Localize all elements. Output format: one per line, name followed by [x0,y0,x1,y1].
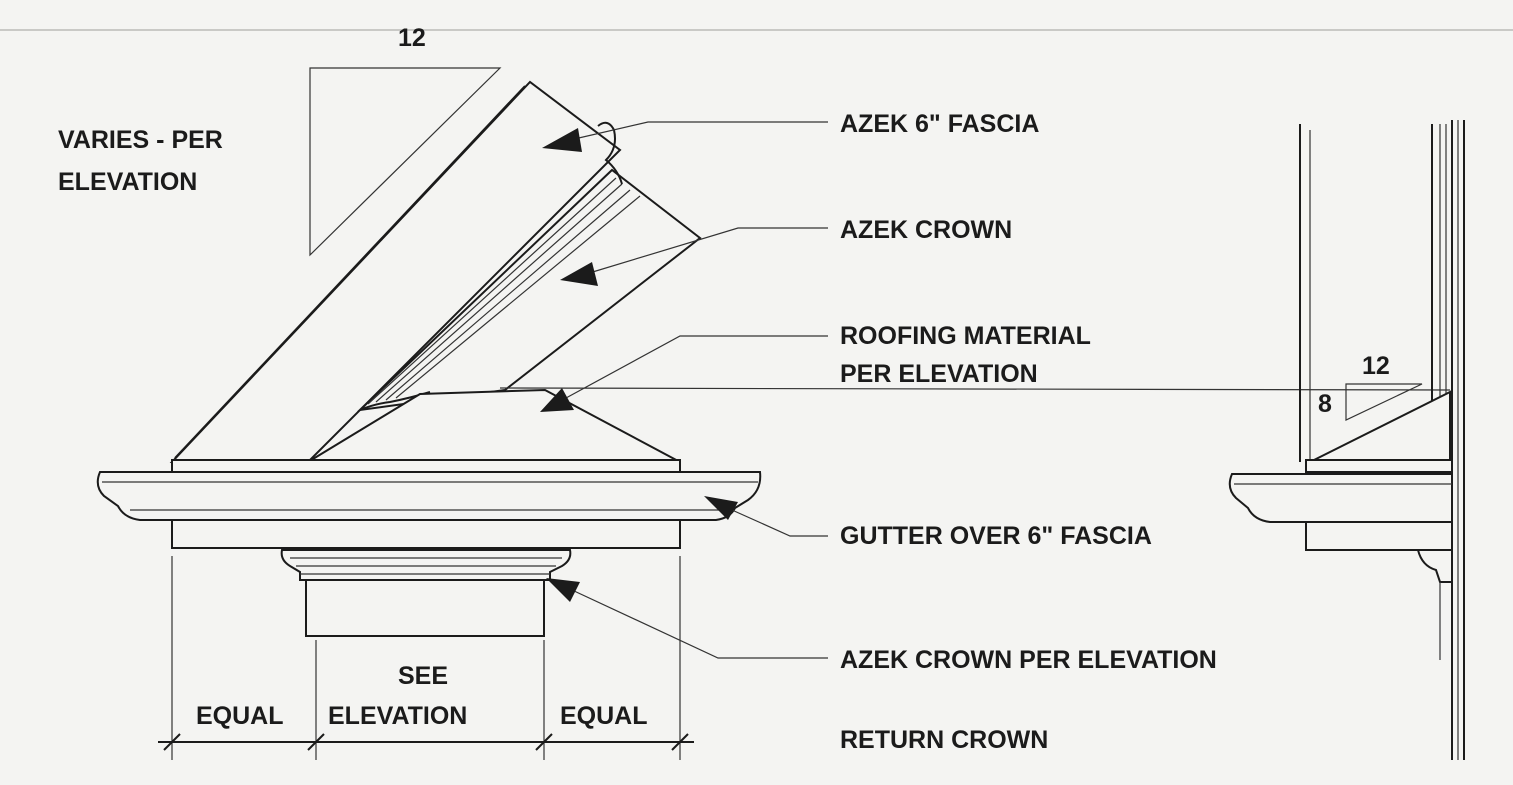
callout-roofing-line1: ROOFING MATERIAL [840,322,1091,350]
crown-profile-line-4 [395,195,641,399]
slope-rise-label-right: 8 [1318,390,1332,418]
lower-fascia-band [171,519,681,549]
slope-rise-label-left: 12 [398,24,426,52]
dim-tick-3 [535,733,553,751]
right-lower-fascia [1305,521,1453,551]
rake-fascia-edge [174,85,526,459]
roof-height-reference-line [499,387,1451,391]
dim-label-right: EQUAL [560,702,648,730]
arrow-crown [560,262,598,286]
leader-fascia [569,121,828,141]
leader-gutter [731,509,828,537]
slope-run-label-right: 12 [1362,352,1390,380]
callout-roofing-line2: PER ELEVATION [840,360,1038,388]
callout-crown-per-elevation: AZEK CROWN PER ELEVATION [840,646,1217,674]
leader-crown-per-elev [571,589,828,659]
crown-top-cove [597,121,623,185]
gutter-profile [96,471,762,521]
arrow-fascia [542,128,582,152]
upper-trim-band [171,459,681,473]
arrow-crown-per-elev [546,578,580,602]
dim-label-center-line2: ELEVATION [328,702,467,730]
right-column-crown [1416,549,1453,583]
slope-triangle-right [1345,383,1423,421]
varies-note-line1: VARIES - PER [58,126,223,154]
crown-profile-line-1 [367,177,617,405]
leader-crown [585,227,828,275]
dim-tick-2 [307,733,325,751]
right-gutter-profile [1228,473,1453,523]
callout-fascia: AZEK 6" FASCIA [840,110,1039,138]
crown-profile-line-2 [375,183,623,403]
varies-note-line2: ELEVATION [58,168,197,196]
crown-profile-line-3 [385,189,631,401]
slope-triangle-left [309,67,502,257]
dim-label-center-line1: SEE [398,662,448,690]
column-shaft-top [305,579,545,637]
arrow-gutter [704,496,738,520]
arrow-roofing [540,388,574,412]
dim-tick-1 [163,733,181,751]
right-upper-trim [1305,459,1453,473]
leader-roofing [565,335,828,399]
callout-gutter: GUTTER OVER 6" FASCIA [840,522,1152,550]
dim-tick-4 [671,733,689,751]
callout-crown: AZEK CROWN [840,216,1012,244]
column-crown [280,549,572,581]
callout-return-crown: RETURN CROWN [840,726,1048,754]
dim-label-left: EQUAL [196,702,284,730]
